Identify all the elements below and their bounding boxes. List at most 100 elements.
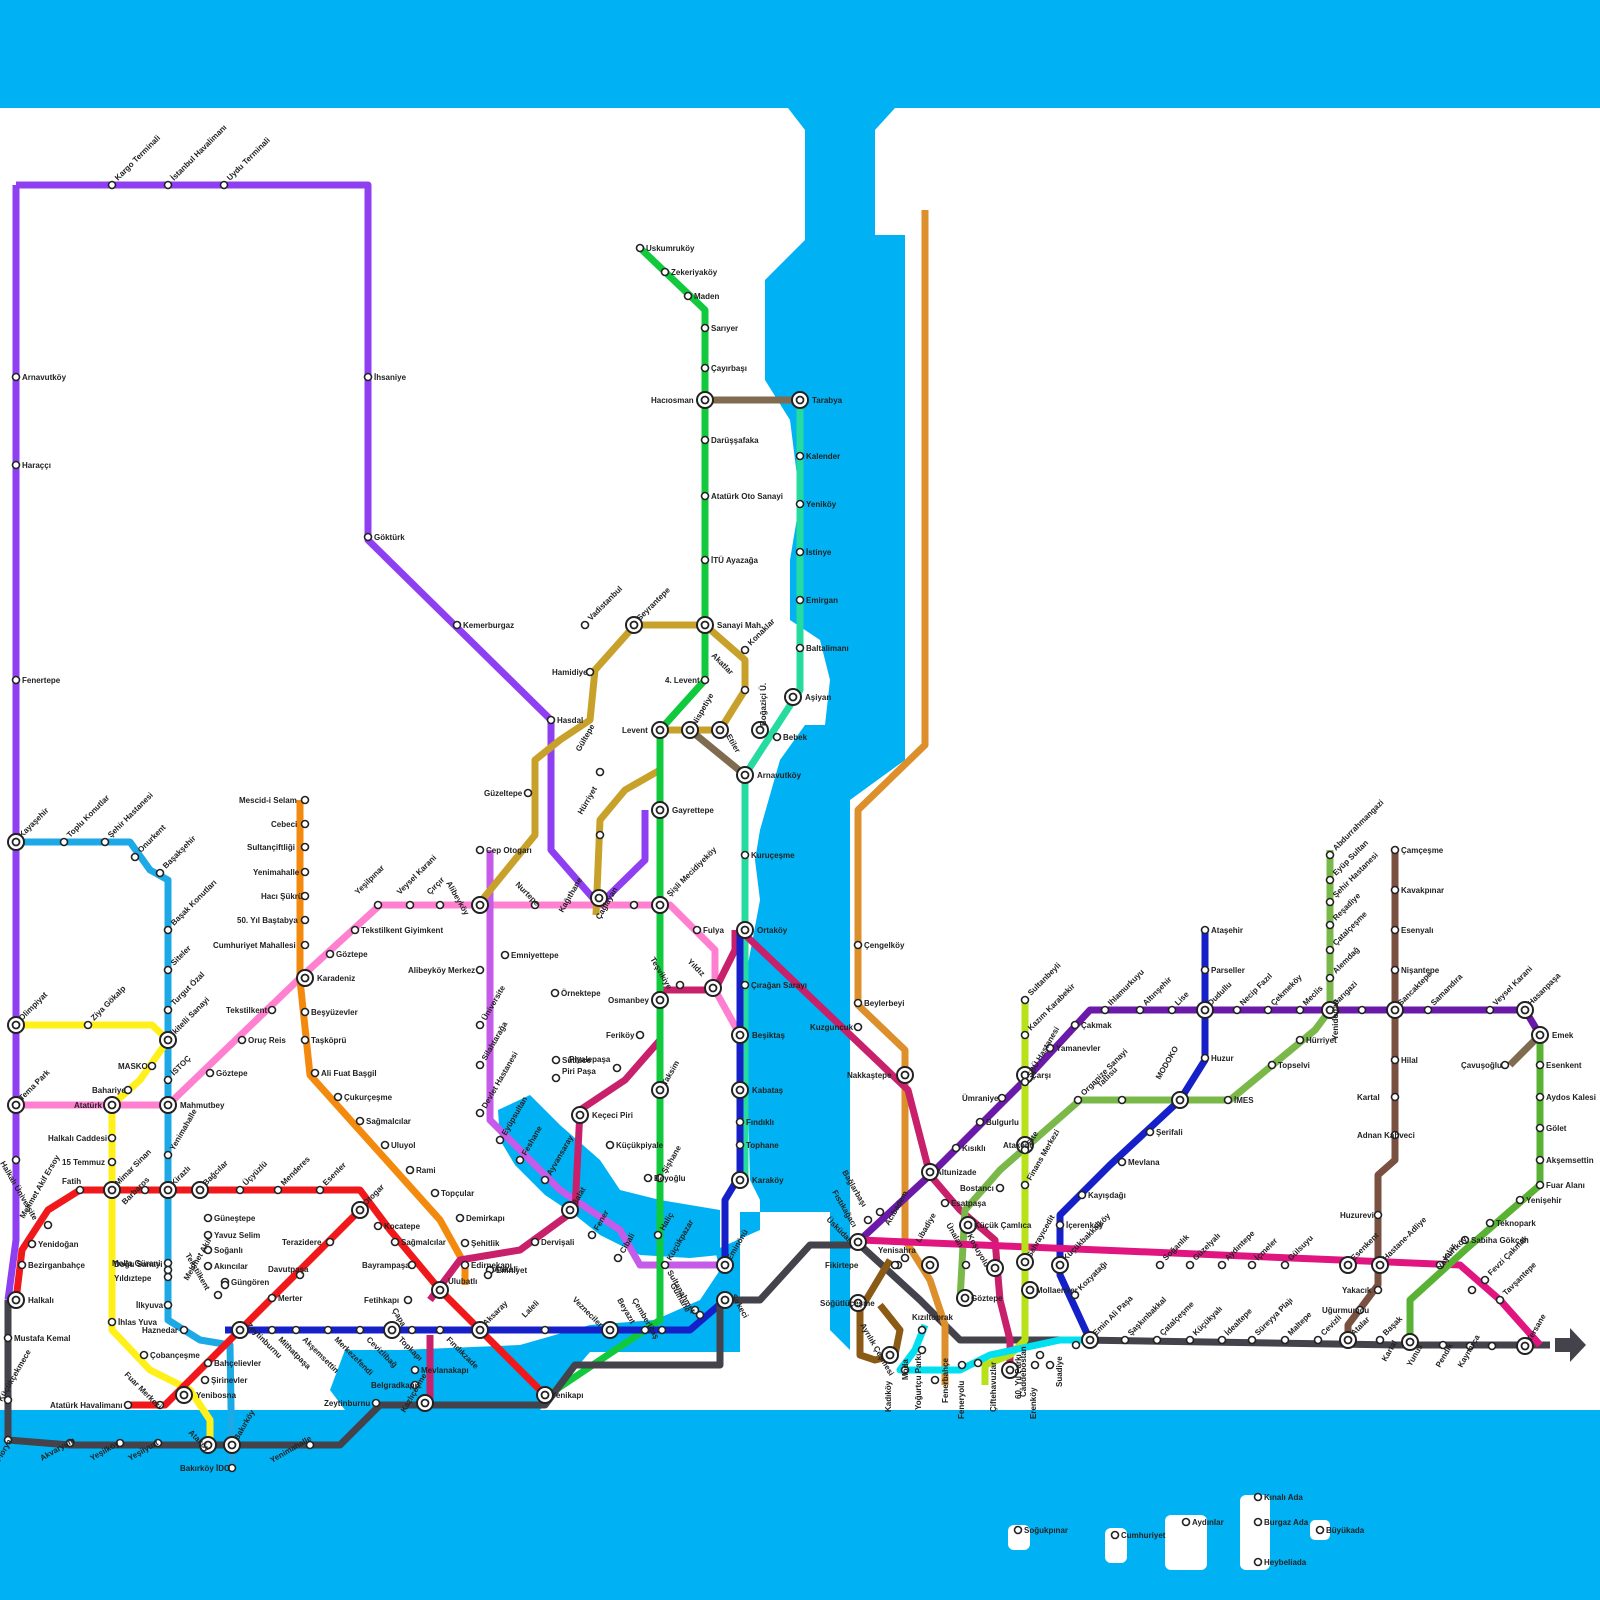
- station-99[interactable]: [483, 1270, 493, 1280]
- station-marker[interactable]: [83, 1020, 93, 1030]
- station-278[interactable]: [1120, 1335, 1130, 1345]
- station-329[interactable]: [1325, 920, 1335, 930]
- station-147[interactable]: [410, 1380, 420, 1390]
- station-marker[interactable]: [300, 842, 310, 852]
- station-233[interactable]: [1020, 995, 1030, 1005]
- station-marker[interactable]: [179, 1325, 189, 1335]
- station-106[interactable]: [355, 1116, 365, 1126]
- station-marker[interactable]: [1253, 1557, 1263, 1567]
- station-marker[interactable]: [227, 1463, 237, 1473]
- station-160[interactable]: [696, 616, 714, 634]
- station-31[interactable]: [103, 1181, 121, 1199]
- station-marker[interactable]: [700, 675, 710, 685]
- station-300[interactable]: [1390, 1130, 1400, 1140]
- station-109[interactable]: [300, 1035, 310, 1045]
- station-169[interactable]: [625, 616, 643, 634]
- station-marker[interactable]: [300, 940, 310, 950]
- station-marker[interactable]: [435, 1325, 445, 1335]
- station-87[interactable]: [235, 1185, 245, 1195]
- station-88[interactable]: [273, 1185, 283, 1195]
- station-marker[interactable]: [295, 1270, 305, 1280]
- station-marker[interactable]: [430, 1188, 440, 1198]
- station-276[interactable]: [1045, 1360, 1055, 1370]
- station-marker[interactable]: [291, 1325, 301, 1335]
- station-marker[interactable]: [1355, 1305, 1365, 1315]
- station-marker[interactable]: [1460, 1235, 1470, 1245]
- station-marker[interactable]: [1117, 1095, 1127, 1105]
- station-marker[interactable]: [613, 1253, 623, 1263]
- station-174[interactable]: [740, 645, 750, 655]
- station-203[interactable]: [550, 988, 560, 998]
- station-marker[interactable]: [325, 949, 335, 959]
- station-marker[interactable]: [523, 788, 533, 798]
- station-157[interactable]: [700, 435, 710, 445]
- station-marker[interactable]: [1435, 1260, 1445, 1270]
- station-marker[interactable]: [235, 1185, 245, 1195]
- station-15[interactable]: [163, 925, 173, 935]
- station-270[interactable]: [917, 1325, 927, 1335]
- station-200[interactable]: [612, 1063, 622, 1073]
- station-marker[interactable]: [475, 1020, 485, 1030]
- station-marker[interactable]: [1185, 1335, 1195, 1345]
- station-marker[interactable]: [1467, 1285, 1477, 1295]
- station-63[interactable]: [203, 1230, 213, 1240]
- station-44[interactable]: [123, 1400, 133, 1410]
- station-marker[interactable]: [75, 1185, 85, 1195]
- station-118[interactable]: [300, 795, 310, 805]
- station-marker[interactable]: [163, 965, 173, 975]
- station-45[interactable]: [11, 1155, 21, 1165]
- station-112[interactable]: [325, 949, 335, 959]
- station-marker[interactable]: [1020, 1077, 1030, 1087]
- station-marker[interactable]: [1020, 1145, 1030, 1155]
- station-242[interactable]: [1171, 1091, 1189, 1109]
- station-marker[interactable]: [410, 1365, 420, 1375]
- station-42[interactable]: [175, 1386, 193, 1404]
- station-marker[interactable]: [1390, 1055, 1400, 1065]
- station-9[interactable]: [11, 675, 21, 685]
- station-marker[interactable]: [17, 1260, 27, 1270]
- station-marker[interactable]: [1045, 1360, 1055, 1370]
- station-189[interactable]: [736, 921, 754, 939]
- station-193[interactable]: [735, 1117, 745, 1127]
- station-327[interactable]: [1325, 875, 1335, 885]
- station-283[interactable]: [1280, 1335, 1290, 1345]
- station-316[interactable]: [1435, 1260, 1445, 1270]
- station-131[interactable]: [629, 900, 639, 910]
- station-marker[interactable]: [975, 1117, 985, 1127]
- station-marker[interactable]: [475, 1108, 485, 1118]
- station-67[interactable]: [213, 1290, 223, 1300]
- station-255[interactable]: [959, 1216, 977, 1234]
- station-191[interactable]: [731, 1026, 749, 1044]
- station-284[interactable]: [1313, 1335, 1323, 1345]
- station-marker[interactable]: [1325, 973, 1335, 983]
- station-119[interactable]: [300, 819, 310, 829]
- station-293[interactable]: [1217, 1260, 1227, 1270]
- station-marker[interactable]: [380, 1140, 390, 1150]
- station-308[interactable]: [1535, 1060, 1545, 1070]
- station-137[interactable]: [495, 1135, 505, 1145]
- station-237[interactable]: [1020, 1145, 1030, 1155]
- station-323[interactable]: [1390, 965, 1400, 975]
- station-marker[interactable]: [1077, 1190, 1087, 1200]
- station-246[interactable]: [1145, 1127, 1155, 1137]
- station-256[interactable]: [921, 1256, 939, 1274]
- station-319[interactable]: [1495, 1295, 1505, 1305]
- station-52[interactable]: [3, 1395, 13, 1405]
- station-150[interactable]: [371, 1398, 381, 1408]
- station-149[interactable]: [416, 1394, 434, 1412]
- station-4[interactable]: [11, 460, 21, 470]
- station-148[interactable]: [410, 1365, 420, 1375]
- station-marker[interactable]: [1487, 1341, 1497, 1351]
- station-marker[interactable]: [640, 1325, 650, 1335]
- station-marker[interactable]: [675, 980, 685, 990]
- station-165[interactable]: [651, 991, 669, 1009]
- station-marker[interactable]: [1200, 965, 1210, 975]
- station-marker[interactable]: [795, 451, 805, 461]
- station-268[interactable]: [917, 1345, 927, 1355]
- station-marker[interactable]: [1145, 1127, 1155, 1137]
- station-207[interactable]: [853, 940, 863, 950]
- station-marker[interactable]: [1495, 1295, 1505, 1305]
- station-241[interactable]: [1200, 1053, 1210, 1063]
- station-138[interactable]: [515, 1155, 525, 1165]
- station-marker[interactable]: [735, 1140, 745, 1150]
